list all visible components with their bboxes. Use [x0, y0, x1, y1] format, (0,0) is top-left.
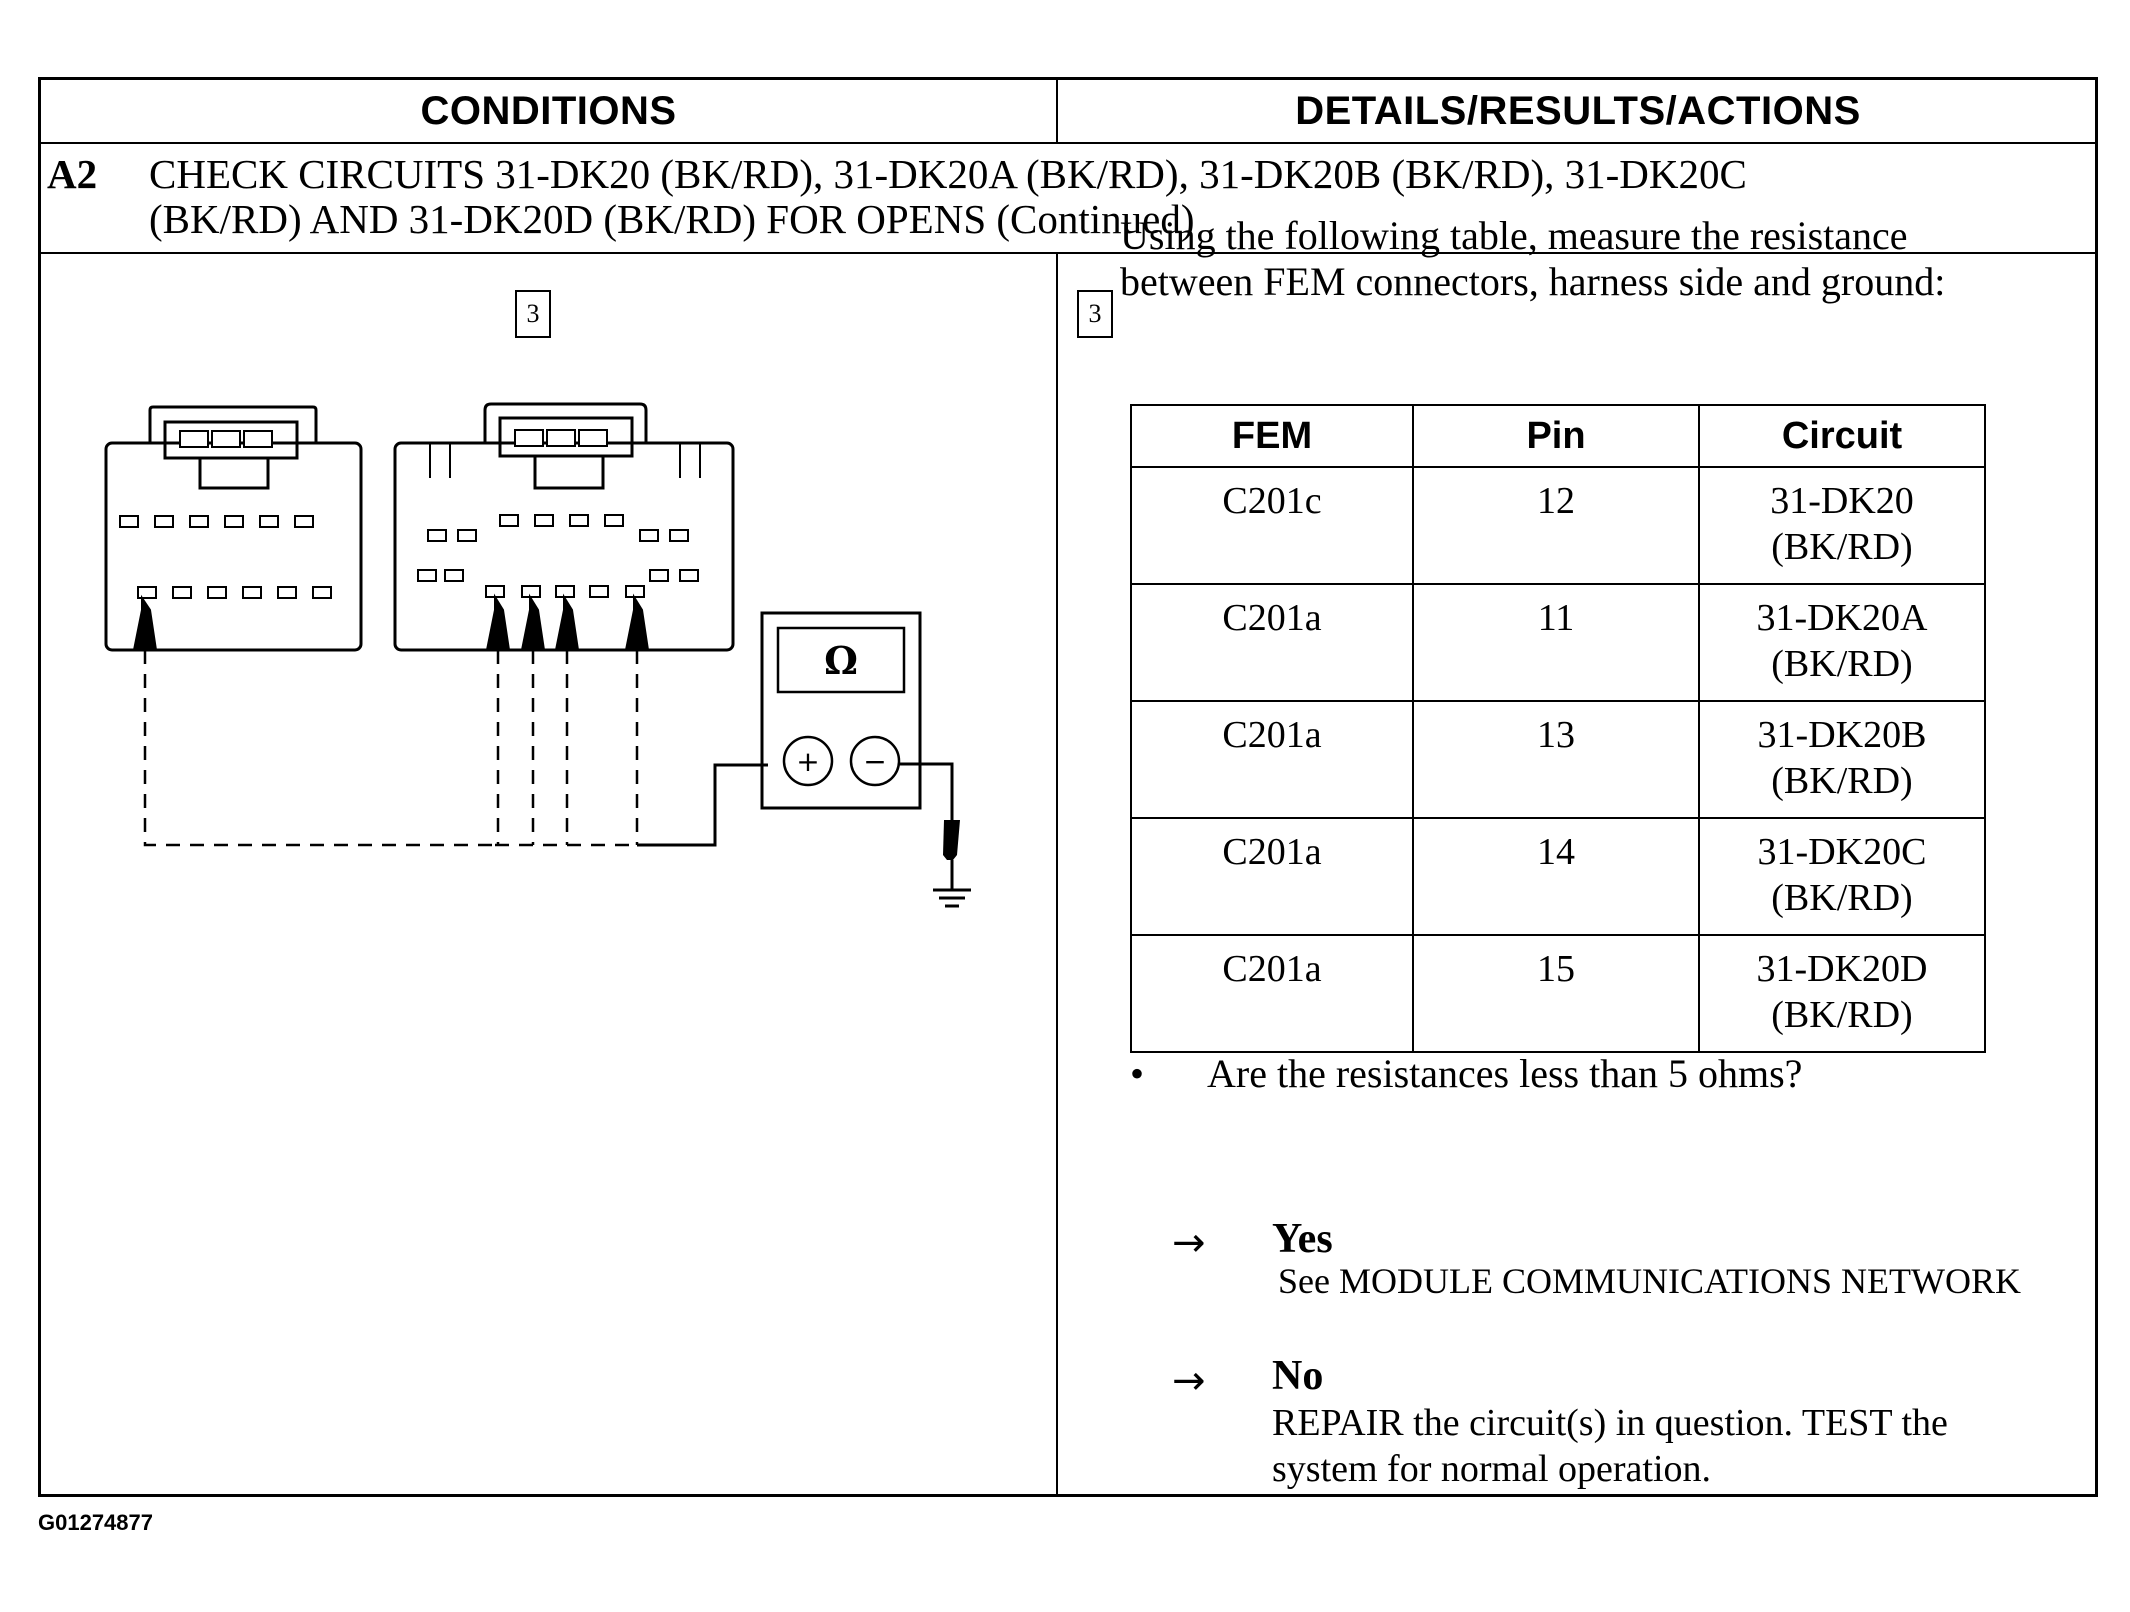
procedure-frame: CONDITIONS DETAILS/RESULTS/ACTIONS A2 CH… [38, 77, 2098, 1497]
negative-lead [899, 762, 954, 820]
pin-cell: 13 [1412, 700, 1700, 819]
divider [1056, 80, 1058, 142]
column-header-pin: Pin [1412, 404, 1700, 468]
circuit-color: (BK/RD) [1771, 760, 1913, 802]
resistance-table: FEM Pin Circuit C201c 12 31-DK20(BK/RD) … [1130, 404, 1986, 1053]
connector-latch [148, 405, 318, 443]
circuit-cell: 31-DK20D(BK/RD) [1698, 934, 1986, 1053]
table-row: C201a 13 31-DK20B(BK/RD) [1130, 700, 1986, 819]
fem-cell: C201a [1130, 817, 1414, 936]
figure-id: G01274877 [38, 1510, 153, 1535]
fem-cell: C201a [1130, 700, 1414, 819]
circuit-cell: 31-DK20(BK/RD) [1698, 466, 1986, 585]
yes-text: See MODULE COMMUNICATIONS NETWORK [1278, 1261, 2021, 1301]
pin-cell: 14 [1412, 817, 1700, 936]
positive-lead [637, 763, 768, 847]
yes-arrow-icon: → [1172, 1220, 1206, 1266]
step-title: A2 CHECK CIRCUITS 31-DK20 (BK/RD), 31-DK… [41, 144, 2095, 254]
column-header-circuit: Circuit [1698, 404, 1986, 468]
fem-cell: C201a [1130, 934, 1414, 1053]
meter-display [776, 626, 906, 694]
diagram-step-number: 3 [515, 290, 551, 338]
instruction-text: Using the following table, measure the r… [1120, 213, 2060, 305]
plus-sign: + [796, 745, 819, 778]
no-text: REPAIR the circuit(s) in question. TEST … [1272, 1400, 2092, 1492]
pin-cell: 11 [1412, 583, 1700, 702]
no-arrow-icon: → [1172, 1358, 1206, 1404]
no-label: No [1272, 1353, 1324, 1399]
details-header: DETAILS/RESULTS/ACTIONS [1295, 88, 1861, 133]
circuit-id: 31-DK20A [1756, 597, 1928, 639]
divider [1056, 252, 1058, 1497]
fem-cell: C201c [1130, 466, 1414, 585]
ground-symbol [933, 860, 971, 908]
negative-jack [849, 735, 901, 787]
connector-latch [483, 402, 648, 443]
circuit-id: 31-DK20C [1757, 831, 1927, 873]
step-title-text: CHECK CIRCUITS 31-DK20 (BK/RD), 31-DK20A… [149, 152, 2049, 242]
circuit-id: 31-DK20B [1757, 714, 1927, 756]
test-leads [143, 650, 639, 847]
step-title-line: CHECK CIRCUITS 31-DK20 (BK/RD), 31-DK20A… [149, 151, 1747, 197]
step-id: A2 [47, 151, 98, 197]
pin-cell: 15 [1412, 934, 1700, 1053]
circuit-cell: 31-DK20B(BK/RD) [1698, 700, 1986, 819]
divider [41, 252, 2095, 254]
instruction-step-number: 3 [1077, 290, 1113, 338]
circuit-color: (BK/RD) [1771, 994, 1913, 1036]
circuit-id: 31-DK20 [1770, 480, 1914, 522]
no-text-line: system for normal operation. [1272, 1448, 1712, 1490]
positive-jack [782, 735, 834, 787]
circuit-cell: 31-DK20A(BK/RD) [1698, 583, 1986, 702]
divider [41, 142, 2095, 144]
table-row: C201a 14 31-DK20C(BK/RD) [1130, 817, 1986, 936]
instruction-line: Using the following table, measure the r… [1120, 213, 1908, 258]
column-header-fem: FEM [1130, 404, 1414, 468]
yes-label: Yes [1272, 1216, 1333, 1262]
conditions-header: CONDITIONS [420, 88, 677, 133]
instruction-line: between FEM connectors, harness side and… [1120, 259, 1946, 304]
question-text: Are the resistances less than 5 ohms? [1207, 1051, 1803, 1096]
table-row: C201c 12 31-DK20(BK/RD) [1130, 466, 1986, 585]
ohm-symbol: Ω [824, 638, 858, 683]
circuit-id: 31-DK20D [1756, 948, 1928, 990]
question-bullet: • [1130, 1051, 1145, 1096]
circuit-color: (BK/RD) [1771, 877, 1913, 919]
connector-latch-tab [198, 456, 270, 490]
probe-tips [132, 593, 650, 651]
fem-cell: C201a [1130, 583, 1414, 702]
ground-clip [943, 820, 960, 860]
no-text-line: REPAIR the circuit(s) in question. TEST … [1272, 1402, 1948, 1444]
minus-sign: − [863, 745, 886, 778]
pin-cell: 12 [1412, 466, 1700, 585]
table-row: C201a 11 31-DK20A(BK/RD) [1130, 583, 1986, 702]
table-header-row: FEM Pin Circuit [1130, 404, 1986, 468]
connector-diagram: Ω + − [104, 402, 971, 908]
connector-latch-tab [533, 454, 605, 490]
circuit-color: (BK/RD) [1771, 526, 1913, 568]
circuit-color: (BK/RD) [1771, 643, 1913, 685]
circuit-cell: 31-DK20C(BK/RD) [1698, 817, 1986, 936]
ohmmeter [760, 611, 922, 810]
step-title-line: (BK/RD) AND 31-DK20D (BK/RD) FOR OPENS (… [149, 196, 1195, 242]
table-row: C201a 15 31-DK20D(BK/RD) [1130, 934, 1986, 1053]
